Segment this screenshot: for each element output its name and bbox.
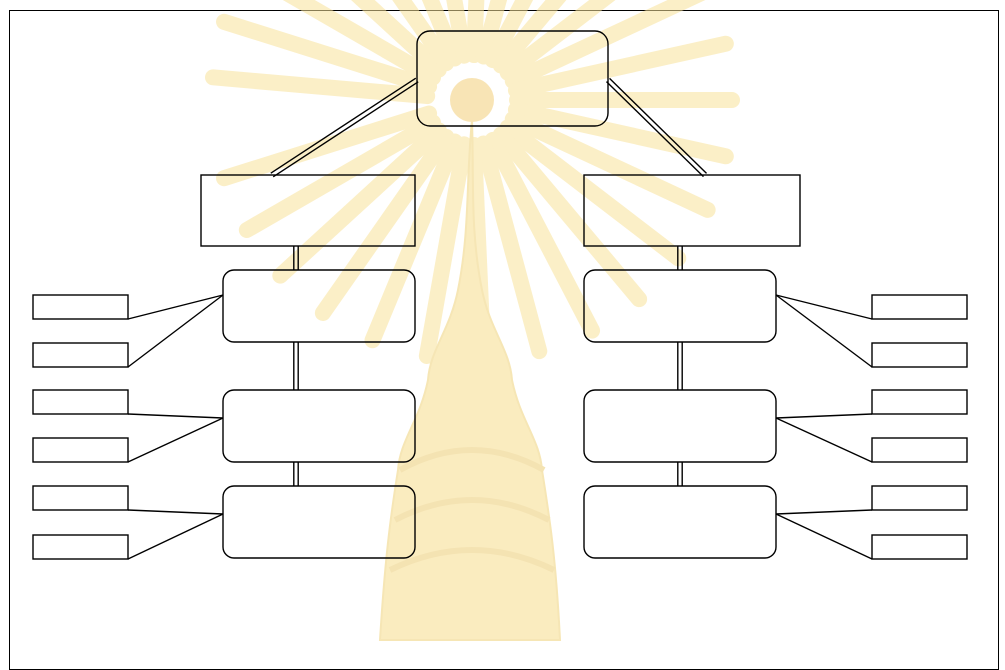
sun-ray-watermark: [465, 0, 485, 64]
sun-ray-watermark: [216, 105, 438, 187]
left-spine-connector-2: [293, 462, 299, 486]
sun-ray-watermark: [446, 0, 473, 64]
left-leaf-box-3-1: [32, 485, 129, 511]
left-node-box-3: [222, 485, 416, 559]
left-leaf-connector-1-1: [127, 294, 224, 320]
right-leaf-box-3-1: [871, 485, 968, 511]
sun-ray-watermark: [282, 0, 442, 86]
sun-ray-watermark: [499, 0, 616, 81]
diagram-canvas: [9, 0, 999, 670]
seal-ornament-watermark: [388, 447, 556, 573]
sun-rays-watermark: [204, 0, 740, 368]
left-leaf-box-3-2: [32, 534, 129, 560]
right-leaf-box-3-2: [871, 534, 968, 560]
right-node-box-2: [583, 389, 777, 463]
sun-ray-watermark: [314, 128, 455, 321]
right-leaf-box-1-1: [871, 294, 968, 320]
right-leaf-box-2-1: [871, 389, 968, 415]
sun-ray-watermark: [504, 111, 716, 218]
sun-ray-watermark: [216, 13, 438, 95]
sun-ray-watermark: [475, 135, 548, 360]
branch-box-left: [200, 174, 416, 247]
sun-ray-watermark: [507, 101, 734, 165]
left-leaf-connector-1-2: [127, 294, 224, 368]
left-node-box-1: [222, 269, 416, 343]
sun-ray-watermark: [492, 0, 567, 74]
sun-ray-watermark: [507, 35, 734, 99]
university-seal-watermark: [204, 0, 740, 641]
right-leaf-connector-3-1: [775, 509, 873, 515]
sun-ray-watermark: [238, 114, 442, 238]
seal-orb-watermark: [450, 78, 494, 122]
right-spine-connector-2: [677, 462, 683, 486]
left-leaf-connector-3-1: [127, 509, 224, 515]
right-leaf-box-2-2: [871, 437, 968, 463]
left-leaf-box-2-2: [32, 437, 129, 463]
sun-ray-watermark: [475, 0, 508, 65]
right-leaf-box-1-2: [871, 342, 968, 368]
sun-ray-watermark: [204, 69, 436, 105]
right-leaf-connector-2-2: [775, 417, 873, 463]
sun-ray-watermark: [418, 136, 473, 365]
root-to-right-branch-connector: [605, 77, 708, 178]
sun-ray-watermark: [504, 0, 706, 89]
sun-ray-watermark: [421, 0, 463, 67]
sun-ray-watermark: [364, 133, 463, 349]
right-leaf-connector-1-2: [775, 294, 873, 368]
left-leaf-connector-3-2: [127, 513, 224, 560]
left-leaf-box-1-2: [32, 342, 129, 368]
diagram-svg: [32, 0, 968, 641]
sun-ray-watermark: [484, 0, 534, 69]
left-leaf-box-2-1: [32, 389, 129, 415]
sun-ray-watermark: [392, 0, 455, 72]
sun-ray-watermark: [272, 122, 447, 284]
connector-lines: [127, 77, 873, 560]
right-spine-connector-1: [677, 342, 683, 390]
sun-ray-watermark: [484, 131, 601, 339]
sun-ray-watermark: [499, 119, 687, 267]
right-leaf-connector-3-2: [775, 513, 873, 560]
right-leaf-connector-1-1: [775, 294, 873, 320]
right-spine-connector-0: [677, 246, 683, 270]
diagram-boxes: [32, 30, 968, 560]
root-to-left-branch-connector: [270, 77, 419, 178]
root-box: [416, 30, 609, 127]
right-node-box-3: [583, 485, 777, 559]
sun-ray-watermark: [492, 126, 648, 308]
left-leaf-connector-2-1: [127, 413, 224, 419]
branch-box-right: [583, 174, 801, 247]
left-node-box-2: [222, 389, 416, 463]
sun-ray-watermark: [351, 0, 447, 78]
right-leaf-connector-2-1: [775, 413, 873, 419]
left-leaf-connector-2-2: [127, 417, 224, 463]
left-spine-connector-1: [293, 342, 299, 390]
right-node-box-1: [583, 269, 777, 343]
left-leaf-box-1-1: [32, 294, 129, 320]
left-spine-connector-0: [293, 246, 299, 270]
